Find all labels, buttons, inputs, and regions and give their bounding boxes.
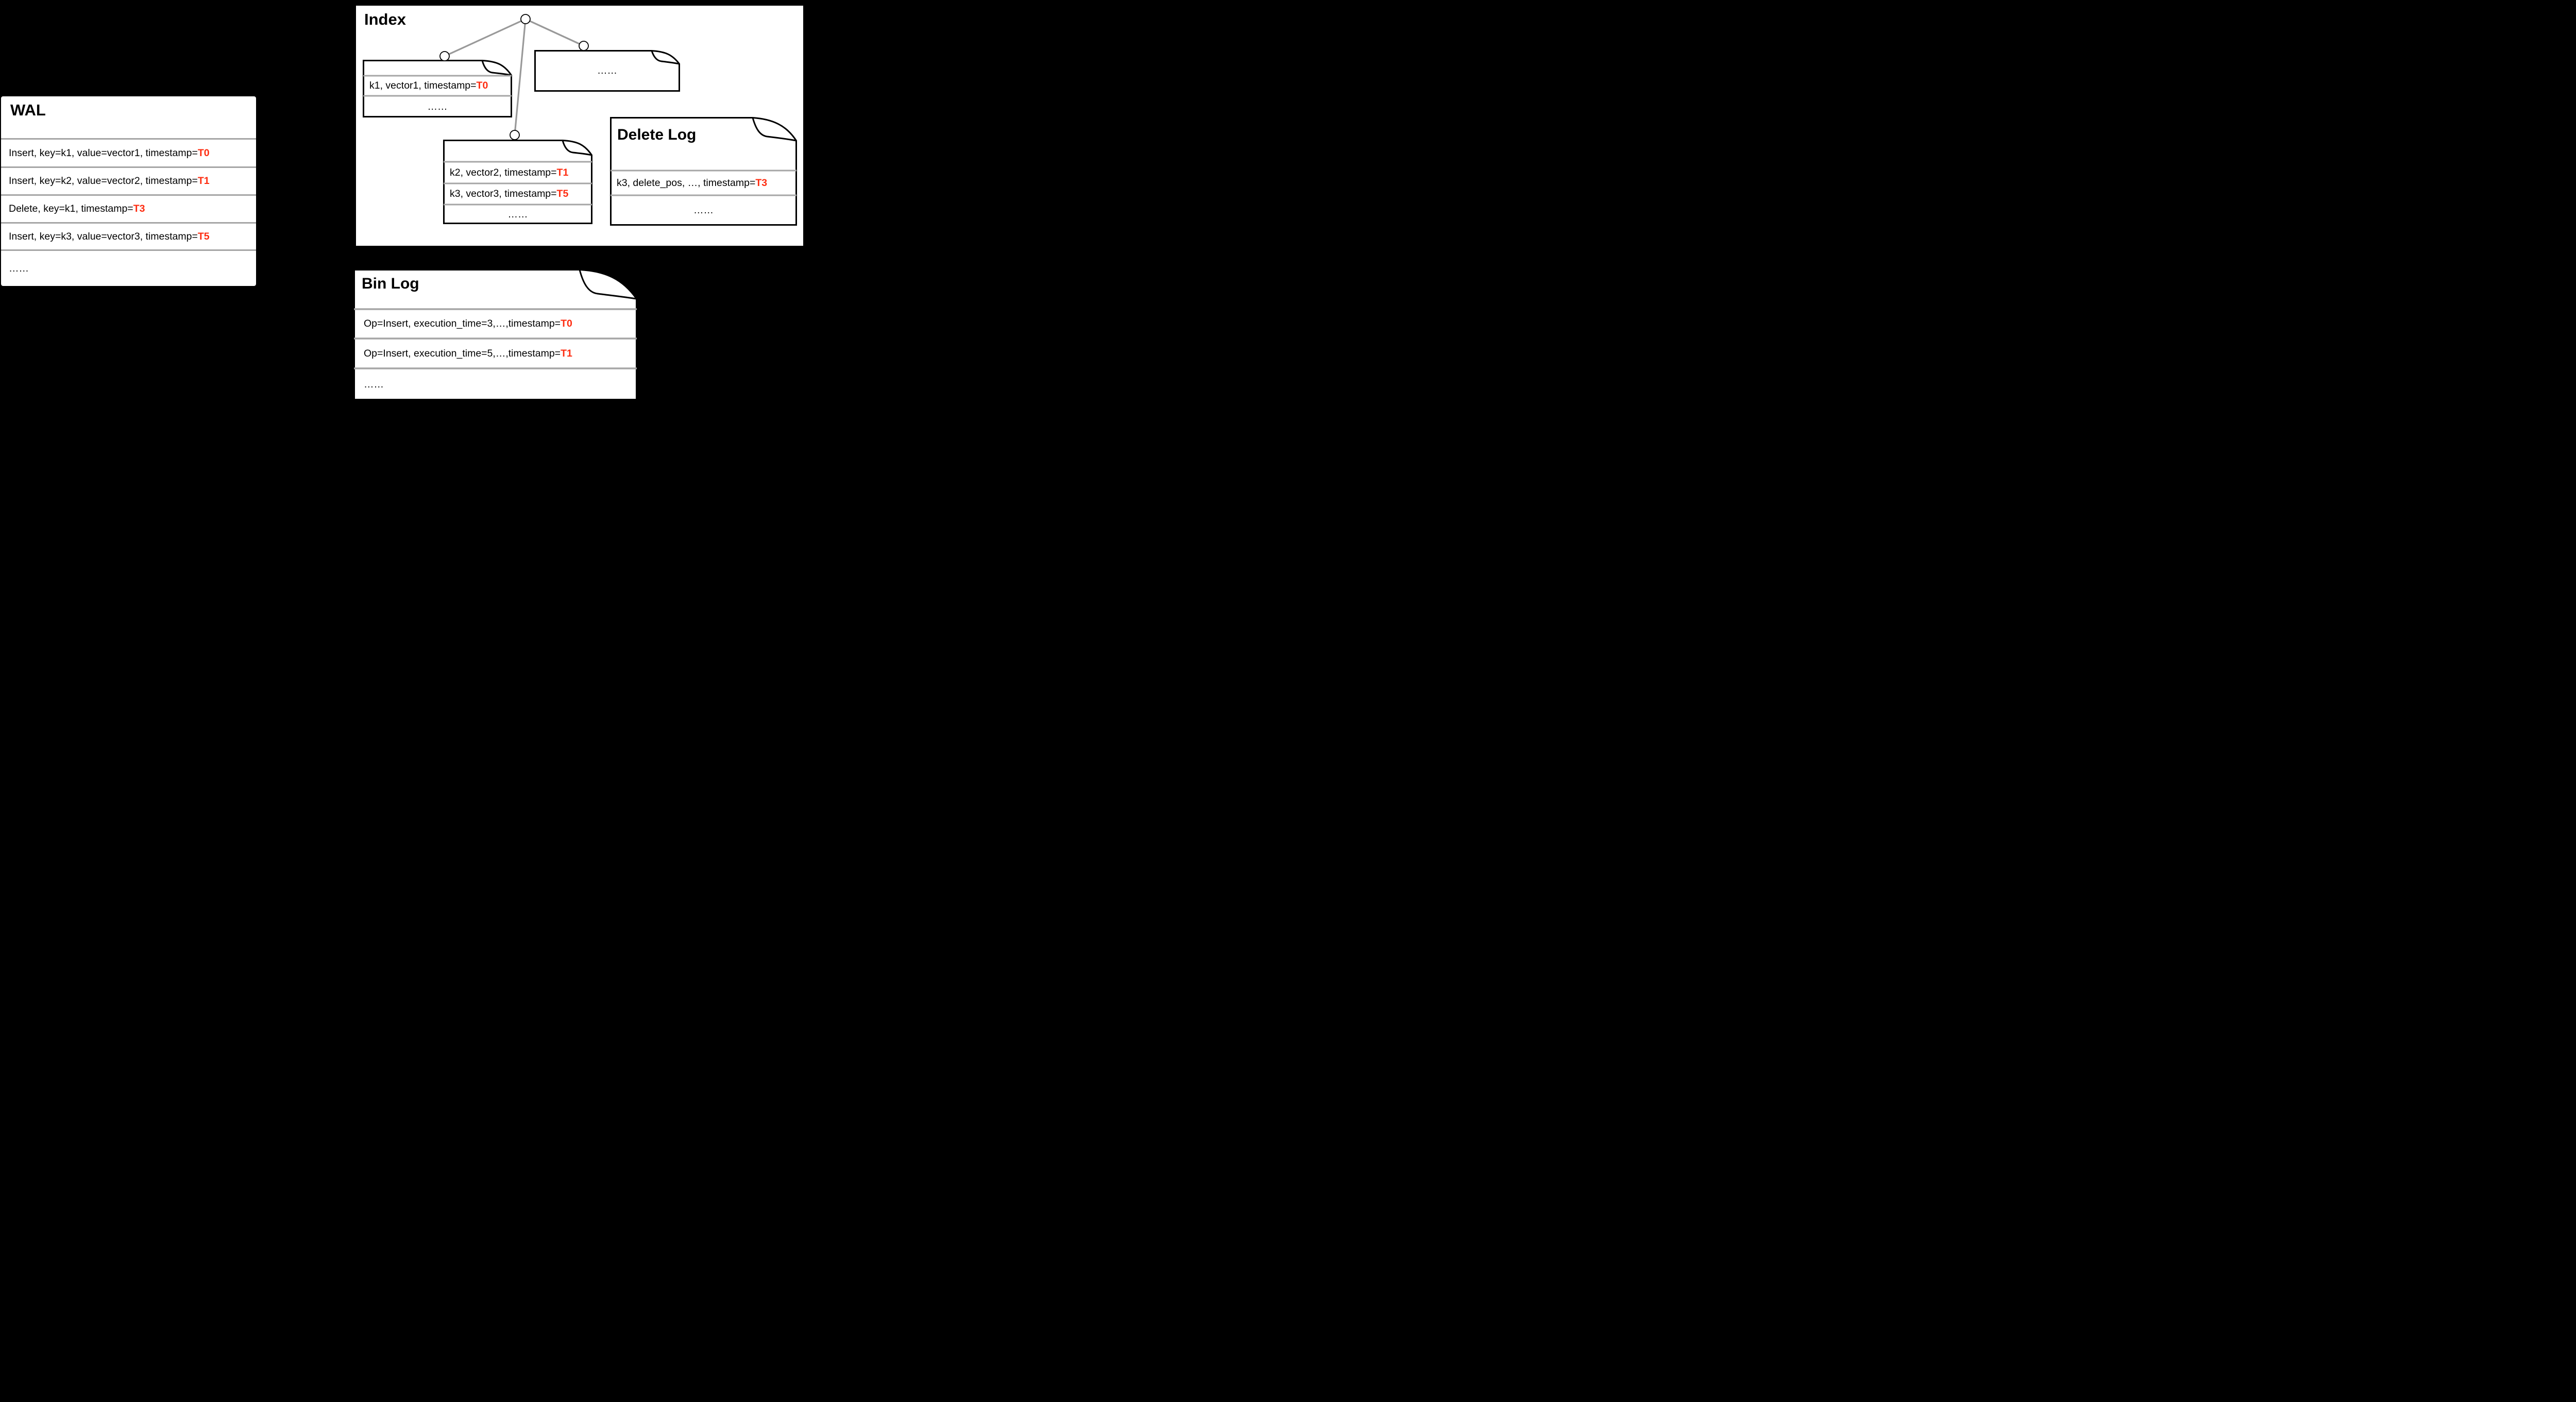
folded-corner-icon — [752, 117, 796, 142]
tree-edge-root-left — [444, 18, 526, 57]
wal-header: WAL — [1, 96, 256, 138]
folded-corner-icon — [579, 269, 637, 300]
index-segment-doc-1: k1, vector1, timestamp=T0 …… — [363, 60, 512, 117]
segment-2-row-2-timestamp: T5 — [556, 188, 569, 199]
segment-1-row-1-body: k1, vector1, timestamp= — [369, 80, 477, 91]
wal-log-row-ellipsis: …… — [1, 249, 256, 286]
segment-2-ellipsis: …… — [507, 208, 528, 220]
wal-row-text: Insert, key=k3, value=vector3, timestamp… — [9, 231, 210, 243]
delete-log-row-1-body: k3, delete_pos, …, timestamp= — [617, 177, 756, 189]
segment-2-content: k2, vector2, timestamp=T1 k3, vector3, t… — [443, 140, 592, 224]
segment-1-content: k1, vector1, timestamp=T0 …… — [363, 60, 512, 117]
tree-node-root-icon — [520, 14, 531, 24]
bin-log-row-text: Op=Insert, execution_time=5,…,timestamp=… — [364, 348, 572, 360]
delete-log-row-1: k3, delete_pos, …, timestamp=T3 — [610, 171, 797, 195]
delete-log-doc: Delete Log k3, delete_pos, …, timestamp=… — [610, 117, 797, 226]
wal-row-2-body: Insert, key=k2, value=vector2, timestamp… — [9, 175, 198, 187]
wal-row-3-body: Delete, key=k1, timestamp= — [9, 203, 133, 214]
segment-1-row-ellipsis: …… — [363, 96, 512, 117]
segment-1-row-1-timestamp: T0 — [476, 80, 488, 91]
wal-log-row-2: Insert, key=k2, value=vector2, timestamp… — [1, 166, 256, 194]
bin-log-row-2-timestamp: T1 — [561, 347, 572, 359]
diagram-canvas: WAL Insert, key=k1, value=vector1, times… — [0, 0, 808, 402]
bin-log-panel: Bin Log Op=Insert, execution_time=3,…,ti… — [353, 269, 637, 400]
tree-edge-root-right — [525, 18, 584, 47]
index-segment-doc-more: …… — [534, 50, 680, 92]
delete-log-row-ellipsis: …… — [610, 195, 797, 226]
bin-log-header: Bin Log — [362, 275, 419, 292]
bin-log-row-ellipsis: …… — [353, 368, 637, 400]
document-shape-icon — [353, 269, 637, 400]
document-shape-icon — [534, 50, 680, 92]
wal-row-4-body: Insert, key=k3, value=vector3, timestamp… — [9, 230, 198, 242]
wal-row-2-timestamp: T1 — [197, 175, 210, 187]
segment-2-row-1-body: k2, vector2, timestamp= — [450, 166, 557, 178]
folded-corner-icon — [651, 50, 680, 65]
wal-row-1-body: Insert, key=k1, value=vector1, timestamp… — [9, 147, 198, 159]
wal-row-5-body: …… — [9, 262, 29, 274]
segment-2-row-1-timestamp: T1 — [556, 166, 569, 178]
segment-more-content: …… — [534, 50, 680, 92]
delete-log-ellipsis: …… — [693, 205, 714, 216]
tree-node-middle-icon — [510, 130, 520, 140]
document-shape-icon — [443, 140, 592, 224]
bin-log-title: Bin Log — [362, 275, 419, 292]
bin-log-row-1-body: Op=Insert, execution_time=3,…,timestamp= — [364, 318, 561, 329]
delete-log-row-text: k3, delete_pos, …, timestamp=T3 — [617, 177, 767, 189]
delete-log-header: Delete Log — [617, 126, 696, 143]
wal-row-text: Insert, key=k1, value=vector1, timestamp… — [9, 147, 210, 159]
index-segment-doc-2: k2, vector2, timestamp=T1 k3, vector3, t… — [443, 140, 592, 224]
segment-1-ellipsis: …… — [427, 100, 448, 112]
index-panel: Index k1, vector1, timestamp=T0 …… — [354, 4, 805, 247]
wal-row-text: Insert, key=k2, value=vector2, timestamp… — [9, 175, 210, 187]
tree-edge-root-middle — [514, 19, 527, 136]
wal-log-row-1: Insert, key=k1, value=vector1, timestamp… — [1, 138, 256, 166]
segment-1-row-1: k1, vector1, timestamp=T0 — [363, 76, 512, 96]
document-shape-icon — [363, 60, 512, 117]
index-title: Index — [364, 10, 406, 28]
bin-log-row-1-timestamp: T0 — [561, 318, 572, 329]
segment-2-row-1: k2, vector2, timestamp=T1 — [443, 162, 592, 183]
document-shape-icon — [610, 117, 797, 226]
segment-2-row-2: k3, vector3, timestamp=T5 — [443, 183, 592, 205]
segment-more-ellipsis: …… — [597, 65, 617, 76]
bin-log-row-2-body: Op=Insert, execution_time=5,…,timestamp= — [364, 347, 561, 359]
wal-title: WAL — [10, 101, 46, 119]
wal-row-4-timestamp: T5 — [197, 230, 210, 242]
folded-corner-icon — [481, 60, 512, 76]
segment-2-row-2-body: k3, vector3, timestamp= — [450, 188, 557, 199]
delete-log-title: Delete Log — [617, 126, 697, 143]
delete-log-content: Delete Log k3, delete_pos, …, timestamp=… — [610, 117, 797, 226]
wal-row-3-timestamp: T3 — [133, 203, 145, 214]
bin-log-content: Bin Log Op=Insert, execution_time=3,…,ti… — [353, 269, 637, 400]
wal-panel: WAL Insert, key=k1, value=vector1, times… — [1, 96, 256, 286]
bin-log-row-2: Op=Insert, execution_time=5,…,timestamp=… — [353, 339, 637, 368]
bin-log-row-text: Op=Insert, execution_time=3,…,timestamp=… — [364, 318, 572, 330]
folded-corner-icon — [562, 140, 592, 156]
bin-log-ellipsis: …… — [364, 378, 384, 390]
wal-log-row-4: Insert, key=k3, value=vector3, timestamp… — [1, 222, 256, 249]
wal-row-text: Delete, key=k1, timestamp=T3 — [9, 203, 145, 215]
segment-2-row-text: k3, vector3, timestamp=T5 — [450, 188, 568, 200]
wal-row-1-timestamp: T0 — [197, 147, 210, 159]
segment-2-row-text: k2, vector2, timestamp=T1 — [450, 167, 568, 179]
segment-2-row-ellipsis: …… — [443, 205, 592, 224]
segment-1-row-text: k1, vector1, timestamp=T0 — [369, 80, 488, 92]
wal-log-row-3: Delete, key=k1, timestamp=T3 — [1, 194, 256, 222]
tree-node-right-icon — [579, 41, 589, 51]
delete-log-row-1-timestamp: T3 — [755, 177, 768, 189]
segment-more-row-ellipsis: …… — [534, 50, 680, 92]
bin-log-row-1: Op=Insert, execution_time=3,…,timestamp=… — [353, 309, 637, 339]
